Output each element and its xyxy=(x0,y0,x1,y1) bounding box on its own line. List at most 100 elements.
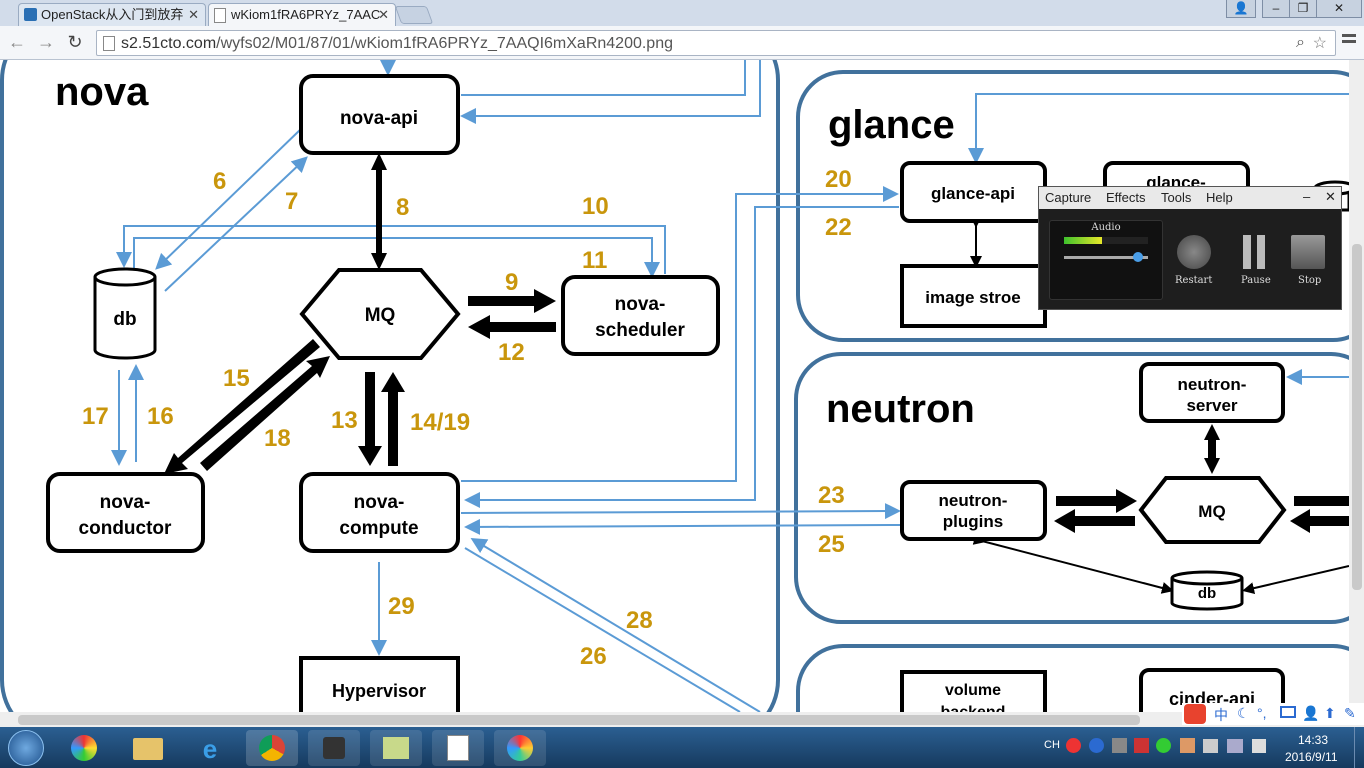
sogou-ime-icon[interactable] xyxy=(1066,738,1081,753)
neutron-plugins-label-1: neutron- xyxy=(939,491,1008,510)
close-tab-icon[interactable]: ✕ xyxy=(188,7,199,22)
ime-settings-icon[interactable]: ✎ xyxy=(1344,705,1356,721)
ime-moon-icon[interactable]: ☾ xyxy=(1237,705,1250,721)
tray-plus-icon[interactable] xyxy=(1156,738,1171,753)
audio-level-meter xyxy=(1064,237,1148,244)
volume-icon[interactable] xyxy=(1252,739,1266,753)
ime-skin-icon[interactable]: ⬆ xyxy=(1324,705,1336,721)
reload-icon[interactable]: ↻ xyxy=(67,32,83,52)
capture-menu-bar: Capture Effects Tools Help – ✕ xyxy=(1039,187,1341,209)
arrow-20 xyxy=(461,186,899,482)
page-icon xyxy=(103,36,115,51)
windows-taskbar: e CH xyxy=(0,727,1364,768)
arrow-6 xyxy=(155,127,303,270)
arrow-into-glance-api xyxy=(968,93,1349,164)
user-icon[interactable]: 👤 xyxy=(1226,0,1256,18)
step-label-7: 7 xyxy=(285,188,298,215)
volume-slider-knob[interactable] xyxy=(1132,252,1143,262)
stop-icon[interactable] xyxy=(1291,235,1325,269)
step-label-6: 6 xyxy=(213,168,226,195)
step-label-8: 8 xyxy=(396,194,409,221)
step-label-23: 23 xyxy=(818,482,845,509)
screen-capture-toolbar: Capture Effects Tools Help – ✕ Audio Res… xyxy=(1038,186,1342,310)
taskbar-chrome-icon[interactable] xyxy=(246,730,298,766)
stop-label[interactable]: Stop xyxy=(1298,275,1322,286)
nova-conductor-label-1: nova- xyxy=(100,492,151,513)
tray-network-device-icon[interactable] xyxy=(1203,739,1218,753)
forward-icon[interactable]: → xyxy=(37,32,55,52)
network-icon[interactable] xyxy=(1227,739,1243,753)
tray-app-icon[interactable] xyxy=(1112,738,1127,753)
mq-hexagon xyxy=(299,268,461,360)
horizontal-scrollbar-thumb[interactable] xyxy=(18,715,1140,725)
vertical-scrollbar-thumb[interactable] xyxy=(1352,244,1362,590)
new-tab-button[interactable] xyxy=(394,6,434,24)
nova-scheduler-label-1: nova- xyxy=(615,294,666,315)
taskbar-explorer-icon[interactable] xyxy=(122,730,174,766)
bookmark-star-icon[interactable]: ☆ xyxy=(1312,35,1327,52)
back-icon[interactable]: ← xyxy=(8,32,26,52)
close-tab-icon[interactable]: ✕ xyxy=(378,7,389,22)
menu-tools[interactable]: Tools xyxy=(1161,190,1192,205)
pause-icon[interactable] xyxy=(1241,235,1269,269)
step-label-28: 28 xyxy=(626,607,653,634)
step-label-26: 26 xyxy=(580,643,607,670)
address-bar[interactable]: s2.51cto.com/wyfs02/M01/87/01/wKiom1fRA6… xyxy=(96,30,1336,56)
taskbar-app-pinwheel-icon[interactable] xyxy=(58,730,110,766)
start-button[interactable] xyxy=(8,730,44,766)
neutron-section xyxy=(794,352,1349,624)
arrow-mq-right-in xyxy=(1290,509,1349,533)
taskbar-notes-icon[interactable] xyxy=(370,730,422,766)
menu-effects[interactable]: Effects xyxy=(1106,190,1146,205)
taskbar-camera-icon[interactable] xyxy=(308,730,360,766)
menu-icon[interactable] xyxy=(1342,34,1356,43)
restart-icon[interactable] xyxy=(1177,235,1211,269)
pause-label[interactable]: Pause xyxy=(1241,275,1271,286)
clock-time[interactable]: 14:33 xyxy=(1298,733,1329,747)
neutron-server-box xyxy=(1139,362,1285,423)
ime-toolbar[interactable]: 中 ☾ °, 👤 ⬆ ✎ xyxy=(1182,703,1364,725)
step-label-16: 16 xyxy=(147,403,174,430)
ime-chinese-mode-icon[interactable]: 中 xyxy=(1214,707,1228,723)
help-icon[interactable] xyxy=(1089,738,1104,753)
arrow-server-mq xyxy=(1204,424,1220,474)
db-label: db xyxy=(113,309,136,330)
ime-user-icon[interactable]: 👤 xyxy=(1302,705,1320,721)
arrow-return-nova-api xyxy=(460,60,761,124)
zoom-icon[interactable]: ⌕ xyxy=(1296,34,1305,51)
arrow-plugins-db xyxy=(972,533,1174,594)
restart-label[interactable]: Restart xyxy=(1175,275,1213,286)
maximize-button[interactable]: ❐ xyxy=(1289,0,1317,18)
tab-image[interactable]: wKiom1fRA6PRYz_7AAC ✕ xyxy=(208,3,396,26)
minimize-icon[interactable]: – xyxy=(1303,189,1311,204)
arrow-25 xyxy=(464,518,903,535)
browser-toolbar: ← → ↻ s2.51cto.com/wyfs02/M01/87/01/wKio… xyxy=(0,26,1364,60)
tray-security-icon[interactable] xyxy=(1134,738,1149,753)
taskbar-editor-icon[interactable] xyxy=(432,730,484,766)
volume-backend-label-2: backend xyxy=(941,704,1006,712)
clock-date[interactable]: 2016/9/11 xyxy=(1285,750,1338,764)
nova-title: nova xyxy=(55,70,149,114)
volume-slider[interactable] xyxy=(1064,252,1148,262)
ime-keyboard-icon[interactable] xyxy=(1280,706,1296,718)
input-language-indicator[interactable]: CH xyxy=(1044,739,1060,751)
close-icon[interactable]: ✕ xyxy=(1325,189,1336,204)
show-desktop-button[interactable] xyxy=(1354,727,1364,768)
step-label-17: 17 xyxy=(82,403,109,430)
tray-user-icon[interactable] xyxy=(1180,738,1195,753)
site-favicon-icon xyxy=(24,8,37,21)
tab-openstack[interactable]: OpenStack从入门到放弃 ✕ xyxy=(18,3,206,26)
ime-punctuation-icon[interactable]: °, xyxy=(1257,705,1267,721)
close-window-button[interactable]: ✕ xyxy=(1316,0,1362,18)
taskbar-paint-icon[interactable] xyxy=(494,730,546,766)
glance-api-label: glance-api xyxy=(931,184,1015,203)
menu-capture[interactable]: Capture xyxy=(1045,190,1092,205)
url-path: /wyfs02/M01/87/01/wKiom1fRA6PRYz_7AAQI6m… xyxy=(216,35,673,52)
nova-api-box xyxy=(299,74,460,155)
neutron-title: neutron xyxy=(826,387,975,431)
menu-help[interactable]: Help xyxy=(1206,190,1233,205)
taskbar-ie-icon[interactable]: e xyxy=(202,734,218,764)
nova-section xyxy=(0,60,780,712)
minimize-button[interactable]: – xyxy=(1262,0,1290,18)
arrow-right-db xyxy=(1242,565,1349,595)
